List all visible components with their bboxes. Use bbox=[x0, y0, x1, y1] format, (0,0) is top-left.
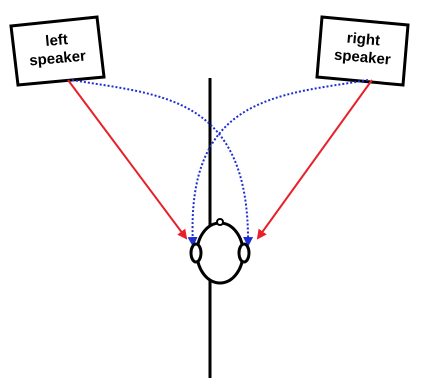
right-speaker-box bbox=[315, 15, 410, 87]
right-ear bbox=[237, 242, 251, 264]
right-speaker-label-line1: right bbox=[346, 30, 381, 50]
left-speaker-label-line2: speaker bbox=[29, 48, 87, 70]
right-direct-path-arrow bbox=[256, 79, 373, 240]
head-outline bbox=[195, 221, 245, 285]
left-speaker: left speaker bbox=[9, 15, 106, 87]
right-to-left-crosstalk-arrow bbox=[187, 79, 369, 247]
left-direct-path-arrow bbox=[67, 79, 188, 240]
left-to-right-crosstalk-arrow bbox=[71, 79, 254, 247]
right-speaker: right speaker bbox=[315, 15, 410, 87]
left-ear bbox=[189, 242, 203, 264]
left-speaker-label-line1: left bbox=[45, 31, 69, 50]
listener-head-icon bbox=[189, 218, 251, 285]
left-speaker-box bbox=[9, 15, 106, 87]
right-speaker-label-line2: speaker bbox=[333, 47, 391, 69]
nose bbox=[216, 218, 224, 226]
